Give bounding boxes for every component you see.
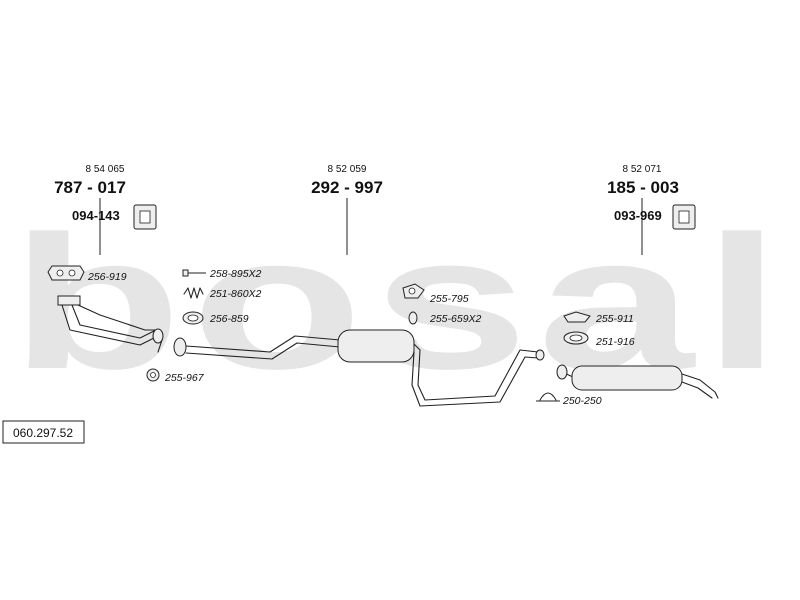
- rear-silencer-mount-number: 093-969: [614, 208, 662, 223]
- accessory-255-659X2-label: 255-659X2: [429, 313, 482, 325]
- accessory-250-250: 250-250: [536, 392, 602, 407]
- rear-pipe-drawing: [556, 364, 719, 399]
- front-pipe-mount-number: 094-143: [72, 208, 120, 223]
- accessory-251-916: 251-916: [563, 331, 635, 348]
- rear-silencer-oe-number: 8 52 071: [623, 164, 662, 175]
- accessory-256-859-label: 256-859: [209, 313, 249, 325]
- accessory-256-859: 256-859: [182, 311, 249, 325]
- accessory-251-860X2-label: 251-860X2: [209, 288, 262, 300]
- accessory-256-919: 256-919: [47, 265, 127, 283]
- accessory-258-895X2-label: 258-895X2: [209, 268, 262, 280]
- front-mount-bracket-icon: [133, 204, 157, 230]
- front-flange-icon: [173, 337, 187, 357]
- reference-number: 060.297.52: [13, 426, 73, 440]
- accessory-251-916-label: 251-916: [595, 336, 635, 348]
- rear-silencer-icon: [571, 365, 683, 391]
- accessory-255-659X2: 255-659X2: [408, 311, 482, 325]
- reference-number-box: 060.297.52: [2, 420, 85, 444]
- middle-silencer-assembly: 8 52 059 292 - 997: [173, 164, 545, 407]
- accessory-251-860X2: 251-860X2: [183, 287, 262, 300]
- accessory-255-967-label: 255-967: [164, 372, 205, 384]
- middle-silencer-part-number: 292 - 997: [311, 178, 383, 197]
- accessory-255-911: 255-911: [563, 311, 634, 325]
- middle-silencer-oe-number: 8 52 059: [328, 164, 367, 175]
- middle-silencer-icon: [337, 329, 415, 363]
- front-pipe-drawing: [57, 295, 164, 353]
- accessory-255-911-label: 255-911: [595, 313, 634, 325]
- front-pipe-oe-number: 8 54 065: [86, 164, 125, 175]
- accessory-250-250-label: 250-250: [562, 395, 602, 407]
- middle-pipe-drawing: [173, 329, 545, 407]
- accessory-255-967: 255-967: [146, 368, 205, 384]
- manifold-flange-icon: [57, 295, 81, 306]
- rear-silencer-part-number: 185 - 003: [607, 178, 679, 197]
- accessory-255-795-label: 255-795: [429, 293, 469, 305]
- front-pipe-part-number: 787 - 017: [54, 178, 126, 197]
- rear-silencer-assembly: 8 52 071 185 - 003 093-969: [556, 164, 719, 399]
- accessory-255-795: 255-795: [402, 283, 469, 305]
- front-pipe-assembly: 8 54 065 787 - 017 094-143: [54, 164, 164, 353]
- accessory-258-895X2: 258-895X2: [182, 268, 262, 280]
- accessory-256-919-label: 256-919: [87, 271, 127, 283]
- rear-mount-bracket-icon: [672, 204, 696, 230]
